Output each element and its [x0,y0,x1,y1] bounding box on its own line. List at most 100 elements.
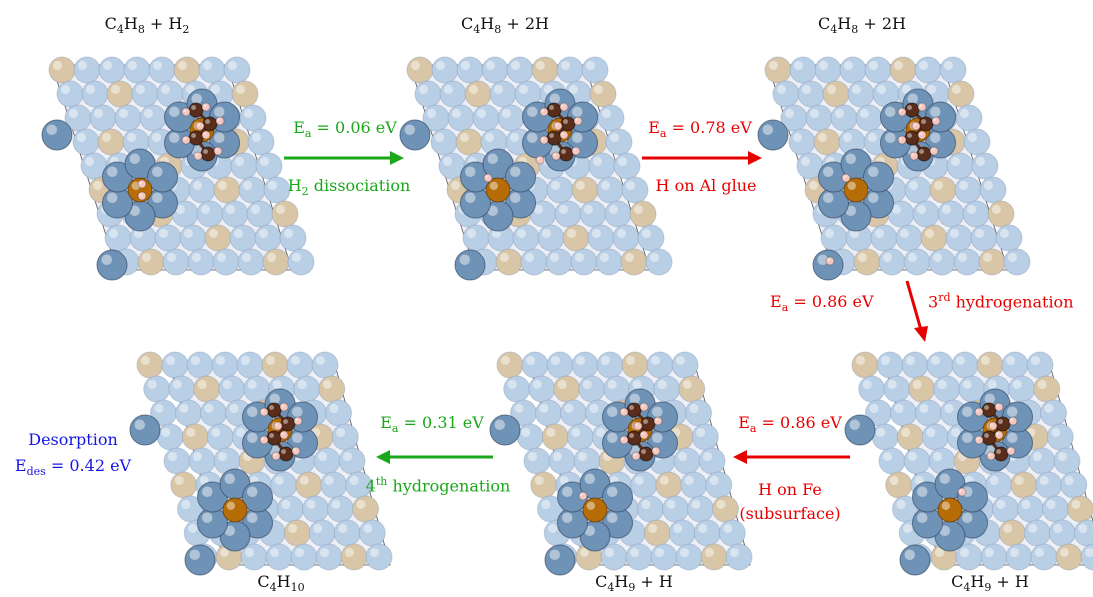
surface-atom [246,200,274,228]
surface-atom [439,80,467,108]
subsurface-atom [553,375,581,403]
hydrogen-atom [181,135,191,145]
subsurface-atom [193,375,221,403]
hydrogen-atom [631,451,641,461]
surface-atom [213,447,241,475]
surface-atom [311,351,339,379]
surface-atom [430,128,458,156]
al-glue-atom [812,249,844,281]
surface-atom [163,447,191,475]
carbon-atom [266,430,282,446]
fe-atom [222,497,248,523]
subsurface-atom [495,248,523,276]
surface-atom [570,248,598,276]
al-glue-atom [911,507,943,539]
surface-atom [926,351,954,379]
step-4-energy: Ea = 0.86 eV [738,413,842,436]
al-glue-atom [863,161,895,193]
surface-atom [847,80,875,108]
surface-atom [345,471,373,499]
surface-atom [270,471,298,499]
surface-atom [878,248,906,276]
surface-atom [596,176,624,204]
surface-atom [447,104,475,132]
al-glue-atom [242,481,274,513]
hydrogen-atom [291,446,301,456]
al-glue-atom [899,544,931,576]
surface-atom [566,423,594,451]
arrow-step-4 [733,450,850,464]
state-label-1: C4H8 + H2 [104,14,190,37]
al-glue-atom [454,249,486,281]
surface-atom [578,375,606,403]
surface-atom [535,399,562,427]
hydrogen-atom [573,116,583,126]
subsurface-atom [295,471,323,499]
surface-atom [878,447,906,475]
hydrogen-atom [841,173,851,183]
subsurface-atom [678,375,706,403]
fe-atom [937,497,963,523]
step-1-energy: Ea = 0.06 eV [293,118,397,141]
state-label-3: C4H8 + 2H [818,14,906,37]
surface-atom [462,224,490,252]
surface-atom [1026,351,1054,379]
surface-atom [855,104,883,132]
hydrogen-atom [181,107,191,117]
carbon-atom [916,146,932,162]
al-glue-atom [840,200,872,232]
surface-atom [186,351,214,379]
subsurface-atom [562,224,590,252]
hydrogen-atom [639,430,649,440]
hydrogen-atom [201,102,211,112]
surface-atom [287,248,315,276]
hydrogen-atom [994,402,1004,412]
subsurface-atom [764,56,792,84]
step-5-energy: Ea = 0.31 eV [380,413,484,436]
surface-atom [1017,495,1044,523]
carbon-atom [280,416,296,432]
surface-atom [196,200,224,228]
subsurface-atom [137,248,165,276]
state-label-5: C4H9 + H [595,572,673,595]
subsurface-atom [571,176,599,204]
hydrogen-atom [1008,416,1018,426]
subsurface-atom [531,56,559,84]
subsurface-atom [700,543,728,571]
surface-atom [772,80,800,108]
fe-atom [582,497,608,523]
hydrogen-atom [559,102,569,112]
slab-panel-3 [757,56,1031,281]
subsurface-atom [621,351,649,379]
al-glue-atom [844,414,876,446]
surface-atom [123,56,151,84]
subsurface-atom [262,248,290,276]
al-glue-atom [147,161,179,193]
carbon-atom [626,430,642,446]
hydrogen-atom [931,116,941,126]
surface-atom [995,224,1023,252]
subsurface-atom [283,519,311,547]
surface-atom [523,447,551,475]
surface-atom [263,176,291,204]
surface-atom [858,375,886,403]
surface-atom [81,80,109,108]
surface-atom [668,519,696,547]
surface-atom [198,56,226,84]
surface-atom [254,224,282,252]
surface-atom [946,152,974,180]
surface-atom [951,351,979,379]
hydrogen-atom [651,446,661,456]
surface-atom [939,56,967,84]
surface-atom [921,423,949,451]
surface-atom [1080,543,1093,571]
subsurface-atom [978,248,1006,276]
surface-atom [621,176,649,204]
step-3-description: 3rd hydrogenation [928,291,1074,312]
surface-atom [693,519,721,547]
surface-atom [179,224,207,252]
surface-atom [673,447,701,475]
surface-atom [872,80,900,108]
subsurface-atom [643,519,671,547]
subsurface-atom [998,519,1026,547]
